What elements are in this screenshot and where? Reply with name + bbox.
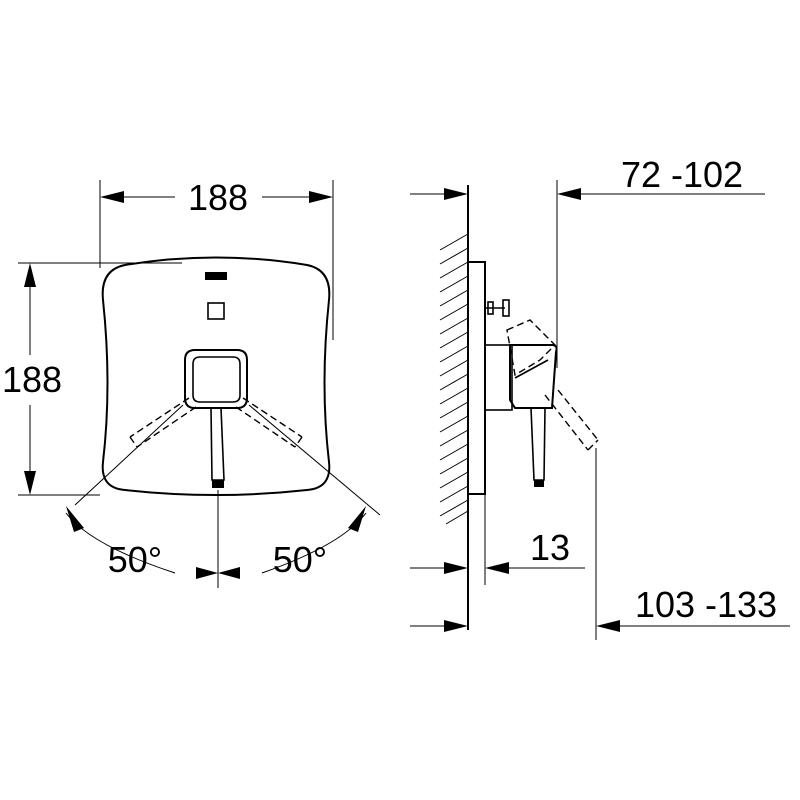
depth-top-label: 72 -102 xyxy=(621,154,743,195)
side-handle-rotated xyxy=(506,319,599,451)
depth-bottom-label: 103 -133 xyxy=(635,584,777,625)
front-view: 188 188 xyxy=(2,177,381,588)
plate-dimension: 13 xyxy=(410,494,585,585)
cover-plate xyxy=(101,256,331,496)
depth-top-dimension: 72 -102 xyxy=(410,154,765,368)
angle-left-label: 50° xyxy=(108,539,162,580)
side-lever-tip xyxy=(534,480,544,487)
depth-bottom-dimension: 103 -133 xyxy=(410,448,790,640)
angle-dimensions: 50° 50° xyxy=(65,404,381,588)
wall-hatching xyxy=(439,233,469,525)
handle-head-inner xyxy=(192,356,241,403)
lever xyxy=(210,407,225,481)
lever-tip xyxy=(212,480,224,488)
plate-label: 13 xyxy=(530,527,570,568)
width-dimension: 188 xyxy=(99,177,334,340)
lever-rotated-right xyxy=(235,397,303,448)
lever-rotated-left xyxy=(129,397,197,448)
height-dimension: 188 xyxy=(2,262,182,496)
width-label: 188 xyxy=(188,177,248,218)
diverter-button xyxy=(207,302,225,320)
side-body xyxy=(484,344,513,411)
side-diverter xyxy=(485,299,510,317)
side-cover-plate xyxy=(467,261,486,495)
side-view: 72 -102 13 103 -133 xyxy=(410,154,790,640)
height-label: 188 xyxy=(2,359,62,400)
logo-mark xyxy=(205,272,227,280)
side-lever xyxy=(530,407,546,481)
angle-right-label: 50° xyxy=(273,539,327,580)
